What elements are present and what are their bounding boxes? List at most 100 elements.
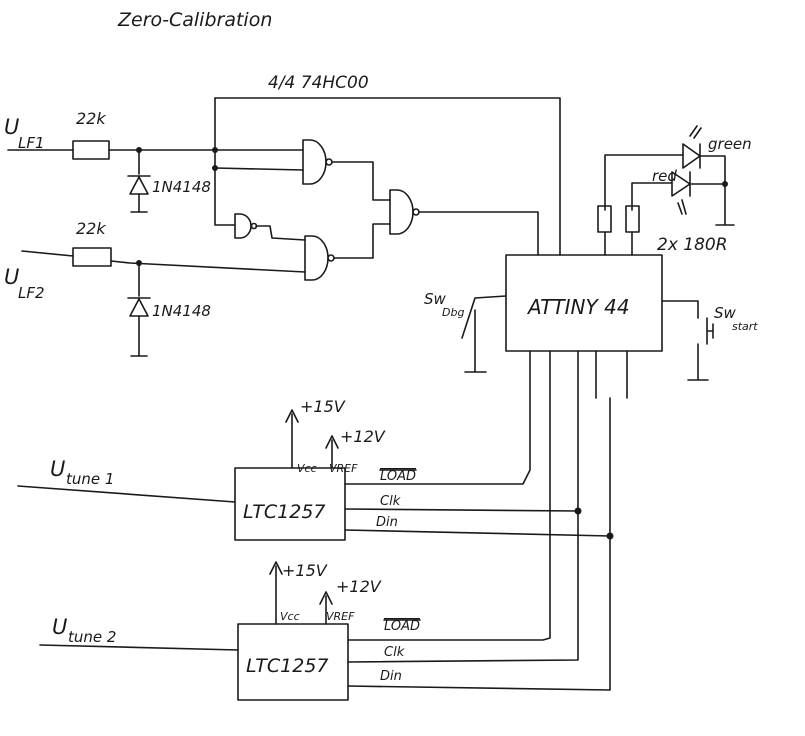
dac-2-vcc-supply: +15V xyxy=(282,561,328,580)
nand-gate-3-bubble xyxy=(412,208,420,216)
led-ground-wire xyxy=(689,155,735,226)
lf1-ground xyxy=(130,193,148,213)
nand-gate-2-bubble xyxy=(327,254,335,262)
red-led-wire xyxy=(631,182,673,256)
dac-2-vcc-arrow xyxy=(269,561,283,625)
dac-2-output-wire xyxy=(39,644,239,651)
nand-gate-inverter xyxy=(234,213,252,239)
lf2-ground xyxy=(130,315,148,357)
gates-label: 4/4 74HC00 xyxy=(268,73,369,93)
dac-2-vref-pin: VREF xyxy=(326,610,355,623)
dac-2-din-pin: Din xyxy=(380,669,402,684)
dac-1-load-pin: LOAD xyxy=(380,469,416,484)
switch-start-symbol xyxy=(706,317,714,345)
lf2-input-label-main: U xyxy=(4,265,19,289)
lf2-input-branch: U LF2 22k 1N4148 xyxy=(4,219,306,357)
dac-2-chip xyxy=(237,623,349,701)
lf2-diode-label: 1N4148 xyxy=(152,302,211,320)
lf1-input-label-main: U xyxy=(4,115,19,139)
dac-1-vcc-arrow xyxy=(285,409,299,469)
green-led-rays xyxy=(689,125,702,139)
dac-1-vref-pin: VREF xyxy=(329,462,358,475)
dac-1: LTC1257 Vcc VREF +15V +12V LOAD Clk Din … xyxy=(17,397,417,541)
dac-2-clk-pin: Clk xyxy=(384,645,405,660)
dac-1-vref-arrow xyxy=(325,435,339,469)
dac-1-label: LTC1257 xyxy=(243,501,326,523)
dac-2: LTC1257 Vcc VREF +15V +12V LOAD Clk Din … xyxy=(39,561,421,701)
din-bus-wire xyxy=(347,350,611,691)
mcu-label: ATTINY 44 xyxy=(526,295,630,319)
switch-dbg-label-main: Sw xyxy=(424,290,447,308)
dac-2-output-label-main: U xyxy=(52,615,67,639)
green-led-label: green xyxy=(708,135,752,153)
gate-feed-wire xyxy=(214,97,236,226)
lf2-diode xyxy=(127,297,151,317)
lf1-input-label-sub: LF1 xyxy=(18,134,45,152)
lf2-resistor-label: 22k xyxy=(76,219,106,238)
gate-junction-2 xyxy=(212,147,218,153)
switch-start-label-main: Sw xyxy=(714,304,737,322)
dac-1-vref-supply: +12V xyxy=(340,427,386,446)
red-led-label: red xyxy=(652,167,677,185)
din-junction-dot xyxy=(606,532,614,540)
dac-1-clk-pin: Clk xyxy=(380,494,401,509)
nand-gate-3 xyxy=(389,189,414,235)
dac-1-chip xyxy=(234,467,346,541)
led-resistor-1 xyxy=(597,205,612,233)
nand-gate-1-bubble xyxy=(325,158,333,166)
gate2-output-wire xyxy=(333,223,391,259)
nand-gate-network xyxy=(212,97,561,281)
switch-dbg-symbol xyxy=(461,295,507,373)
din1-wire xyxy=(344,529,611,537)
switch-start-label-sub: start xyxy=(732,320,758,333)
diagram-title: Zero-Calibration xyxy=(117,9,272,31)
led-resistor-2 xyxy=(625,205,640,233)
dac-1-vcc-supply: +15V xyxy=(300,397,346,416)
dac-2-vref-arrow xyxy=(319,591,333,625)
lf2-resistor xyxy=(72,247,112,267)
dac-2-vref-supply: +12V xyxy=(336,577,382,596)
dac-1-output-label-sub: tune 1 xyxy=(66,470,114,488)
lf1-resistor xyxy=(72,140,110,160)
led-resistor-label: 2x 180R xyxy=(657,235,728,255)
switch-dbg: Sw Dbg xyxy=(424,290,507,373)
green-led-wire xyxy=(604,154,684,256)
dac-1-output-label-main: U xyxy=(50,457,65,481)
nand-gate-2 xyxy=(304,235,329,281)
dac-2-label: LTC1257 xyxy=(246,655,329,677)
mcu-bus-wires xyxy=(344,350,628,691)
lf2-input-label-sub: LF2 xyxy=(18,284,45,302)
gate3-output-wire xyxy=(418,211,539,256)
clk-bus-wire xyxy=(347,350,579,663)
nand-gate-1 xyxy=(302,139,327,185)
dac-2-output-label-sub: tune 2 xyxy=(68,628,116,646)
switch-start: Sw start xyxy=(661,300,758,381)
clk-junction-dot xyxy=(574,507,582,515)
dac-2-vcc-pin: Vcc xyxy=(280,610,300,623)
lf1-diode xyxy=(127,175,151,195)
lf1-resistor-label: 22k xyxy=(76,109,106,128)
red-led-rays xyxy=(677,199,687,215)
lf1-input-branch: U LF1 22k 1N4148 xyxy=(4,109,304,213)
lf2-input-wire xyxy=(21,250,74,257)
inverter-output-wire xyxy=(255,225,306,241)
load2-wire xyxy=(347,350,551,641)
dac-1-din-pin: Din xyxy=(376,515,398,530)
led-section: green red 2x 180R xyxy=(597,125,752,256)
dac-2-load-pin: LOAD xyxy=(384,619,420,634)
mcu-block: ATTINY 44 xyxy=(505,254,663,352)
dac-1-output-wire xyxy=(17,485,236,503)
clk1-wire xyxy=(344,508,579,512)
lf1-diode-label: 1N4148 xyxy=(152,178,211,196)
green-led-icon xyxy=(682,143,701,169)
dac-1-vcc-pin: Vcc xyxy=(297,462,317,475)
mcu-chip xyxy=(505,254,663,352)
led-junction-dot xyxy=(722,181,728,187)
gate1-input-b xyxy=(214,167,304,171)
load1-wire xyxy=(344,350,531,485)
switch-start-wires xyxy=(661,300,709,381)
lf2-node-wire xyxy=(110,260,306,273)
gate1-output-wire xyxy=(331,161,391,201)
gate-supply-wire xyxy=(214,97,561,256)
